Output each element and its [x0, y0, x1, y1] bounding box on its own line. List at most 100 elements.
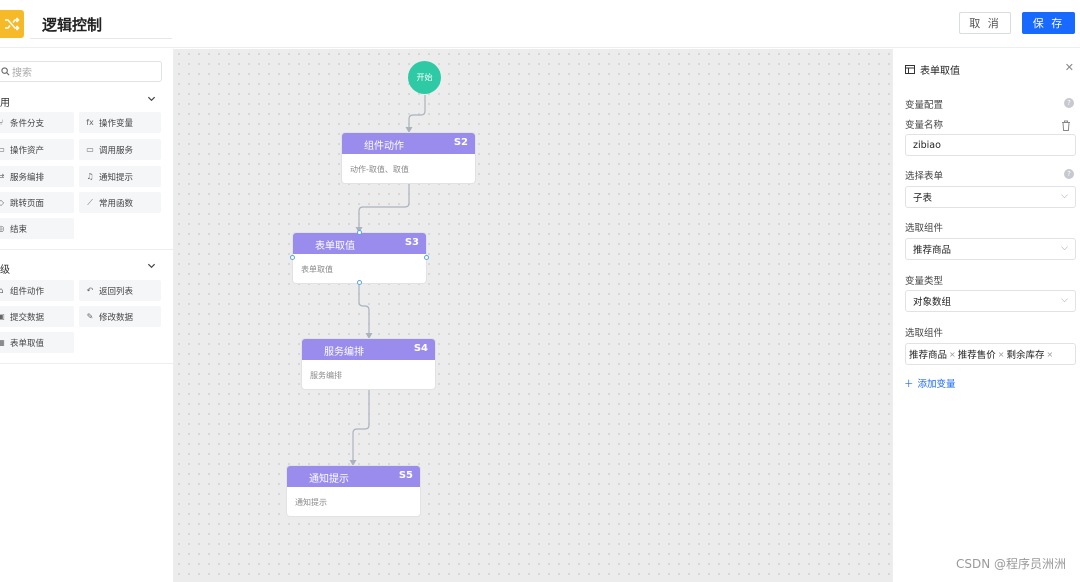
add-variable-button[interactable]: ＋ 添加变量 [904, 376, 956, 390]
tile-operate-asset[interactable]: ▭ 操作资产 [0, 139, 74, 160]
search-input[interactable]: 搜索 [0, 61, 162, 82]
tile-label: 提交数据 [10, 312, 45, 323]
tile-return-list[interactable]: ↶返回列表 [79, 280, 161, 301]
submit-icon: ▣ [0, 312, 5, 321]
node-description: 通知提示 [295, 498, 327, 507]
edge-s2-s3 [358, 183, 410, 229]
chevron-down-icon [147, 261, 156, 273]
end-icon: ◎ [0, 224, 5, 233]
flow-canvas[interactable]: 开始 组件动作 S2 动作-取值、取值 表单取值 S3 表单取值 服务编排 S4 [174, 49, 892, 582]
page-title: 逻辑控制 [42, 16, 103, 34]
panel-header: 表单取值 [905, 62, 960, 77]
node-id: S5 [398, 470, 413, 481]
node-header: 组件动作 S2 [342, 133, 475, 154]
edge-s4-s5 [352, 389, 370, 462]
flow-node-s3[interactable]: 表单取值 S3 表单取值 [290, 230, 429, 285]
tile-label: 条件分支 [10, 118, 45, 129]
components-multiselect-label: 选取组件 [905, 328, 944, 339]
tag-label: 推荐售价 [957, 350, 996, 361]
form-select[interactable]: 子表 ⌵ [905, 186, 1076, 208]
start-node[interactable]: 开始 [408, 61, 441, 94]
close-icon[interactable]: ✕ [1064, 61, 1074, 74]
jump-icon: ◇ [0, 198, 5, 207]
watermark: CSDN @程序员洲洲 [955, 557, 1066, 571]
node-title: 组件动作 [364, 141, 404, 152]
node-description: 动作-取值、取值 [350, 165, 409, 174]
component-select[interactable]: 推荐商品 ⌵ [905, 238, 1076, 260]
tile-submit-data[interactable]: ▣ 提交数据 [0, 306, 74, 327]
connection-handle[interactable] [290, 255, 295, 260]
tile-service-orchestration[interactable]: ⇄服务编排 [0, 166, 74, 187]
tile-call-service[interactable]: ▭调用服务 [79, 139, 161, 160]
top-bar: 逻辑控制 取 消 保 存 [0, 0, 1080, 48]
form-select-value: 子表 [913, 193, 933, 204]
node-id: S3 [404, 237, 419, 248]
save-button[interactable]: 保 存 [1022, 12, 1075, 34]
node-title: 服务编排 [324, 347, 364, 358]
tag-label: 推荐商品 [909, 350, 948, 361]
flow-node-s2[interactable]: 组件动作 S2 动作-取值、取值 [342, 133, 475, 183]
group-header-common[interactable]: 用 [0, 94, 160, 110]
asset-icon: ▭ [0, 145, 5, 154]
group-title: 用 [0, 98, 10, 109]
branch-icon: ⑂ [0, 118, 4, 127]
component-select-label: 选取组件 [905, 223, 944, 234]
tile-modify-data[interactable]: ✎ 修改数据 [79, 306, 161, 327]
tile-label: 操作变量 [99, 118, 134, 129]
tile-jump-page[interactable]: ◇跳转页面 [0, 192, 74, 213]
help-icon[interactable]: ? [1064, 98, 1074, 108]
var-type-select[interactable]: 对象数组 ⌵ [905, 290, 1076, 312]
panel-title: 表单取值 [920, 66, 960, 77]
tile-condition-branch[interactable]: ⑂ 条件分支 [0, 112, 74, 133]
help-icon[interactable]: ? [1064, 169, 1074, 179]
function-icon: ⟋ [87, 197, 93, 207]
tag-remove-icon[interactable]: × [997, 349, 1005, 359]
section-label: 变量配置 [905, 100, 944, 111]
tag: 推荐售价× [957, 347, 1005, 362]
tag: 剩余库存× [1006, 347, 1054, 362]
tile-label: 操作资产 [10, 145, 45, 156]
tile-label: 修改数据 [99, 312, 134, 323]
node-title: 表单取值 [315, 241, 355, 252]
tag-remove-icon[interactable]: × [949, 349, 956, 359]
tile-label: 组件动作 [10, 286, 45, 297]
cancel-button[interactable]: 取 消 [959, 12, 1011, 34]
tile-common-functions[interactable]: ⟋ 常用函数 [79, 192, 161, 213]
edge-s3-s4 [358, 283, 370, 335]
monitor-icon: ▭ [86, 145, 94, 154]
arrow-s2 [405, 127, 413, 133]
components-multiselect[interactable]: 推荐商品× 推荐售价× 剩余库存× [905, 343, 1076, 365]
node-header: 服务编排 S4 [302, 339, 435, 360]
flow-node-s5[interactable]: 通知提示 S5 通知提示 [287, 466, 420, 516]
chevron-down-icon [147, 94, 156, 106]
shuffle-icon [0, 10, 24, 38]
connection-handle[interactable] [357, 280, 362, 285]
group-divider [0, 249, 174, 250]
form-select-label: 选择表单 [905, 171, 944, 182]
tile-label: 结束 [10, 224, 28, 235]
return-icon: ↶ [86, 286, 94, 295]
edit-icon: ✎ [86, 312, 94, 321]
flow-node-s4[interactable]: 服务编排 S4 服务编排 [302, 339, 435, 389]
connection-handle[interactable] [357, 230, 362, 235]
connection-handle[interactable] [424, 255, 429, 260]
tag-remove-icon[interactable]: × [1046, 349, 1054, 359]
tag: 推荐商品× [909, 347, 956, 362]
tile-end[interactable]: ◎ 结束 [0, 218, 74, 239]
var-type-label: 变量类型 [905, 276, 944, 287]
var-type-value: 对象数组 [913, 297, 952, 308]
tile-label: 服务编排 [10, 172, 45, 183]
tag-label: 剩余库存 [1006, 350, 1045, 361]
group-header-advanced[interactable]: 级 [0, 261, 160, 277]
var-name-input[interactable]: zibiao [905, 134, 1076, 156]
node-header: 通知提示 S5 [287, 466, 420, 487]
node-description: 表单取值 [301, 265, 333, 274]
tile-notification[interactable]: ♫通知提示 [79, 166, 161, 187]
tile-label: 常用函数 [99, 198, 134, 209]
tile-component-action[interactable]: ⌂组件动作 [0, 280, 74, 301]
var-name-label: 变量名称 [905, 120, 944, 131]
trash-icon[interactable] [1061, 116, 1071, 135]
form-icon: ▦ [0, 338, 5, 347]
tile-form-value[interactable]: ▦表单取值 [0, 332, 74, 353]
